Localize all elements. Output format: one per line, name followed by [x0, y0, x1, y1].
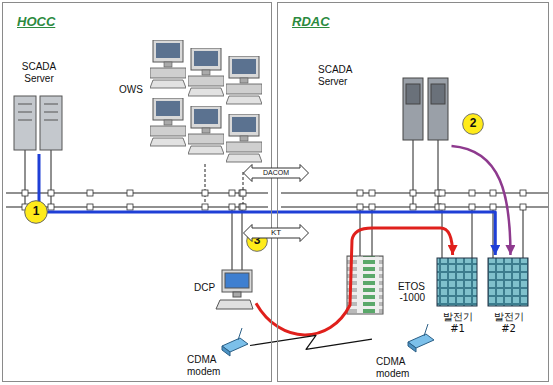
node-label: DCP	[194, 282, 220, 294]
node-label: CDMA modem	[187, 354, 223, 377]
generator-node: 발전기 #1	[433, 255, 482, 335]
node-label: KT	[271, 228, 281, 237]
node-label: SCADA Server	[318, 64, 362, 87]
callout-number: 2	[462, 113, 484, 135]
network-wire	[25, 140, 523, 270]
ows-wire	[205, 164, 243, 207]
region-panel: RDAC SCADA ServerETOS -1000CDMA modem 발전기 …	[277, 2, 549, 382]
node-label: 발전기 #1	[435, 311, 481, 334]
modem-node: CDMA modem	[186, 328, 250, 378]
node-label: ETOS -1000	[387, 281, 425, 304]
generator-icon	[437, 258, 528, 306]
computer-node: DCP	[192, 268, 256, 312]
connector	[256, 228, 453, 335]
modem-node: CDMA modem	[372, 322, 444, 379]
computer-icon	[216, 270, 253, 309]
server-node: SCADA Server	[8, 60, 70, 154]
link-arrow: KT	[243, 224, 309, 242]
node-label: OWS	[119, 84, 143, 96]
region-title: RDAC	[292, 15, 330, 30]
server-node: SCADA Server	[312, 60, 462, 146]
callout-text: 2	[470, 117, 477, 131]
callout-number: 1	[24, 200, 48, 224]
controller-node: ETOS -1000	[343, 252, 427, 318]
node-label: 발전기 #2	[486, 311, 532, 334]
link-arrow: DACOM	[243, 164, 309, 182]
server-icon	[403, 78, 448, 140]
connector	[452, 146, 511, 255]
node-label: DACOM	[263, 169, 289, 177]
node-label: SCADA Server	[14, 61, 64, 84]
connector	[39, 154, 495, 255]
callout-text: 1	[33, 205, 40, 219]
region-panel: HOCCSCADA ServerOWSDCPCDMA modem13	[2, 2, 272, 382]
workstation-icon	[150, 40, 262, 162]
node-label: CDMA modem	[376, 356, 412, 379]
region-title: HOCC	[17, 15, 55, 30]
server-icon	[14, 96, 62, 150]
connector	[250, 335, 372, 349]
workstation-node: OWS	[116, 80, 146, 100]
generator-node: 발전기 #2	[484, 255, 533, 335]
bus-tap	[22, 190, 526, 210]
